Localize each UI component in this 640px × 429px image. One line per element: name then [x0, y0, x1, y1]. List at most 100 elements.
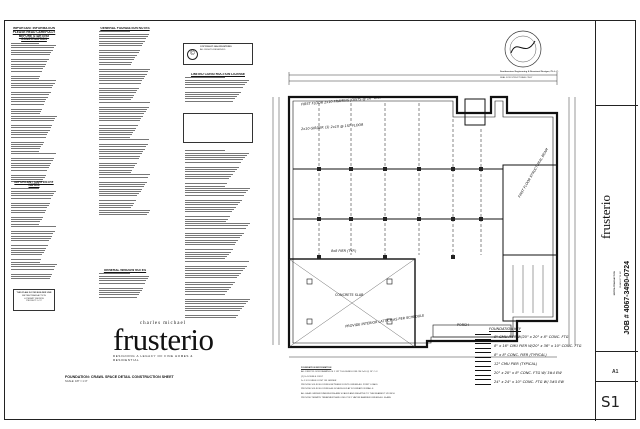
fine-print-line: [99, 190, 141, 192]
limited-license-notes: LIMITED CONSTRUCTION LICENSE: [185, 73, 251, 143]
fine-print-line: [99, 75, 146, 77]
fine-print-line: [11, 233, 54, 235]
fine-print-line: [11, 174, 46, 176]
fine-print-line: [11, 158, 55, 160]
fine-print-line: [11, 143, 43, 145]
general-foundation-notes: GENERAL FOUNDATION NOTES: [99, 27, 151, 267]
fine-print-line: [99, 127, 137, 129]
foundation-legend-title: FOUNDATION KEY: [489, 327, 521, 331]
fine-print-line: [11, 99, 47, 101]
fine-print-line: [185, 84, 246, 86]
foundation-info-line: (2) 2x DOUBLE JOIST: [301, 375, 324, 378]
legend-symbol-icon: [475, 334, 491, 340]
fine-print-line: [11, 42, 39, 44]
fine-print-line: [185, 277, 238, 279]
builder-box-line-2: METRA TRANSACTION: [22, 294, 46, 297]
fine-print-line: [11, 117, 56, 119]
fine-print-line: [11, 153, 56, 155]
fine-print-line: [185, 204, 238, 206]
fine-print-line: [99, 139, 150, 141]
legend-symbol-icon: [475, 352, 491, 358]
fine-print-line: [11, 101, 46, 103]
foundation-info-title: FOUNDATION INFORMATION: [301, 367, 332, 369]
legend-item: 8" x 8" CONC. PIER (TYPICAL): [475, 352, 583, 358]
engineer-sub: SEAL FOR STRUCTURAL ONLY: [500, 77, 533, 79]
legend-item: 8" CMU PIER W/20" x 20" x 8" CONC. FTG: [475, 334, 583, 340]
fine-print-line: [11, 127, 52, 129]
fine-print-line: [11, 261, 40, 263]
fine-print-line: [11, 66, 45, 68]
fine-print-line: [99, 71, 149, 73]
fine-print-line: [11, 188, 39, 190]
fine-print-line: [99, 150, 144, 152]
fine-print-line: [185, 218, 228, 220]
fine-print-line: [11, 110, 41, 112]
plan-note-4: 8x8 PIER (TYP.): [331, 249, 357, 253]
fine-print-line: [185, 239, 239, 241]
copyright-box: © COPYRIGHT 2004 FRUSTERIO ALL RIGHTS RE…: [183, 43, 253, 65]
logo-big-text: frusterio: [113, 322, 214, 357]
foundation-info-line: PROVIDE TERMITE TREATMENT AND 6 MIL POLY…: [301, 397, 391, 400]
fine-print-line: [99, 59, 134, 61]
fine-print-line: [185, 91, 242, 93]
fine-print-line: [11, 134, 47, 136]
fine-print-line: [185, 190, 248, 192]
fine-print-line: [99, 63, 131, 65]
fine-print-line: [11, 190, 56, 192]
fine-print-line: [11, 51, 52, 53]
column3-notes: [185, 149, 251, 379]
fine-print-line: [185, 86, 244, 88]
fine-print-line: [185, 307, 242, 309]
fine-print-line: [185, 187, 250, 189]
foundation-info-line: PROVIDE SOLID BLOCKING AS SCHEDULED AT F…: [301, 388, 374, 391]
fine-print-line: [11, 247, 47, 249]
fine-print-line: [185, 249, 233, 251]
fine-print-line: [11, 125, 53, 127]
copyright-icon: ©: [187, 49, 198, 60]
fine-print-line: [185, 171, 236, 173]
important-info-notes: IMPORTANT INFORMATION PLEASE READ CAREFU…: [11, 27, 57, 227]
fine-print-line: [11, 275, 52, 277]
fine-print-line: [99, 96, 133, 98]
fine-print-line: [99, 292, 141, 294]
fine-print-line: [185, 169, 238, 171]
fine-print-line: [11, 146, 42, 148]
fine-print-line: [185, 298, 250, 300]
fine-print-line: [99, 195, 138, 197]
foundation-info-line: PROVIDE SOLID BLOCKING BETWEEN JOISTS UN…: [301, 384, 378, 387]
fine-print-line: [11, 162, 52, 164]
fine-print-line: [11, 96, 48, 98]
fine-print-line: [99, 209, 151, 211]
fine-print-line: [99, 275, 150, 277]
fine-print-line: [11, 68, 44, 70]
fine-print-line: [185, 251, 231, 253]
fine-print-line: [11, 44, 56, 46]
fine-print-line: [11, 160, 53, 162]
fine-print-line: [11, 148, 40, 150]
fine-print-line: [99, 294, 139, 296]
foundation-info-line: 2x 1.5 DOUBLE JOIST ON GIRDER: [301, 379, 337, 382]
fine-print-line: [185, 98, 236, 100]
fine-print-line: [99, 90, 138, 92]
fine-print-line: [99, 45, 142, 47]
fine-print-line: [11, 87, 52, 89]
fine-print-line: [185, 150, 225, 152]
fine-print-line: [99, 33, 150, 35]
carpentry-notes: IMPORTANT CARPENTRY NOTES: [11, 181, 57, 281]
fine-print-line: [99, 146, 147, 148]
builder-box-line-3: & PERMIT REVIEW: [24, 297, 44, 300]
fine-print-line: [11, 49, 53, 51]
fine-print-line: [185, 225, 249, 227]
fine-print-line: [99, 153, 142, 155]
fine-print-line: [185, 300, 248, 302]
legend-label: 8" x 16" CMU PIER W/20" x 36" x 10" CONC…: [494, 344, 582, 348]
fine-print-line: [11, 240, 50, 242]
fine-print-line: [11, 252, 44, 254]
legend-label: 8" CMU PIER W/20" x 20" x 8" CONC. FTG: [494, 335, 569, 339]
title-block-owner: METRA TRANSACTION: [614, 271, 616, 296]
title-block-city: CHARLOTTE NC: [620, 271, 622, 289]
legend-item: 24" x 24" x 10" CONC. FTG W/ 3#5 EW: [475, 379, 583, 385]
fine-print-line: [11, 167, 49, 169]
fine-print-line: [11, 103, 44, 105]
legend-symbol-icon: [475, 343, 491, 349]
